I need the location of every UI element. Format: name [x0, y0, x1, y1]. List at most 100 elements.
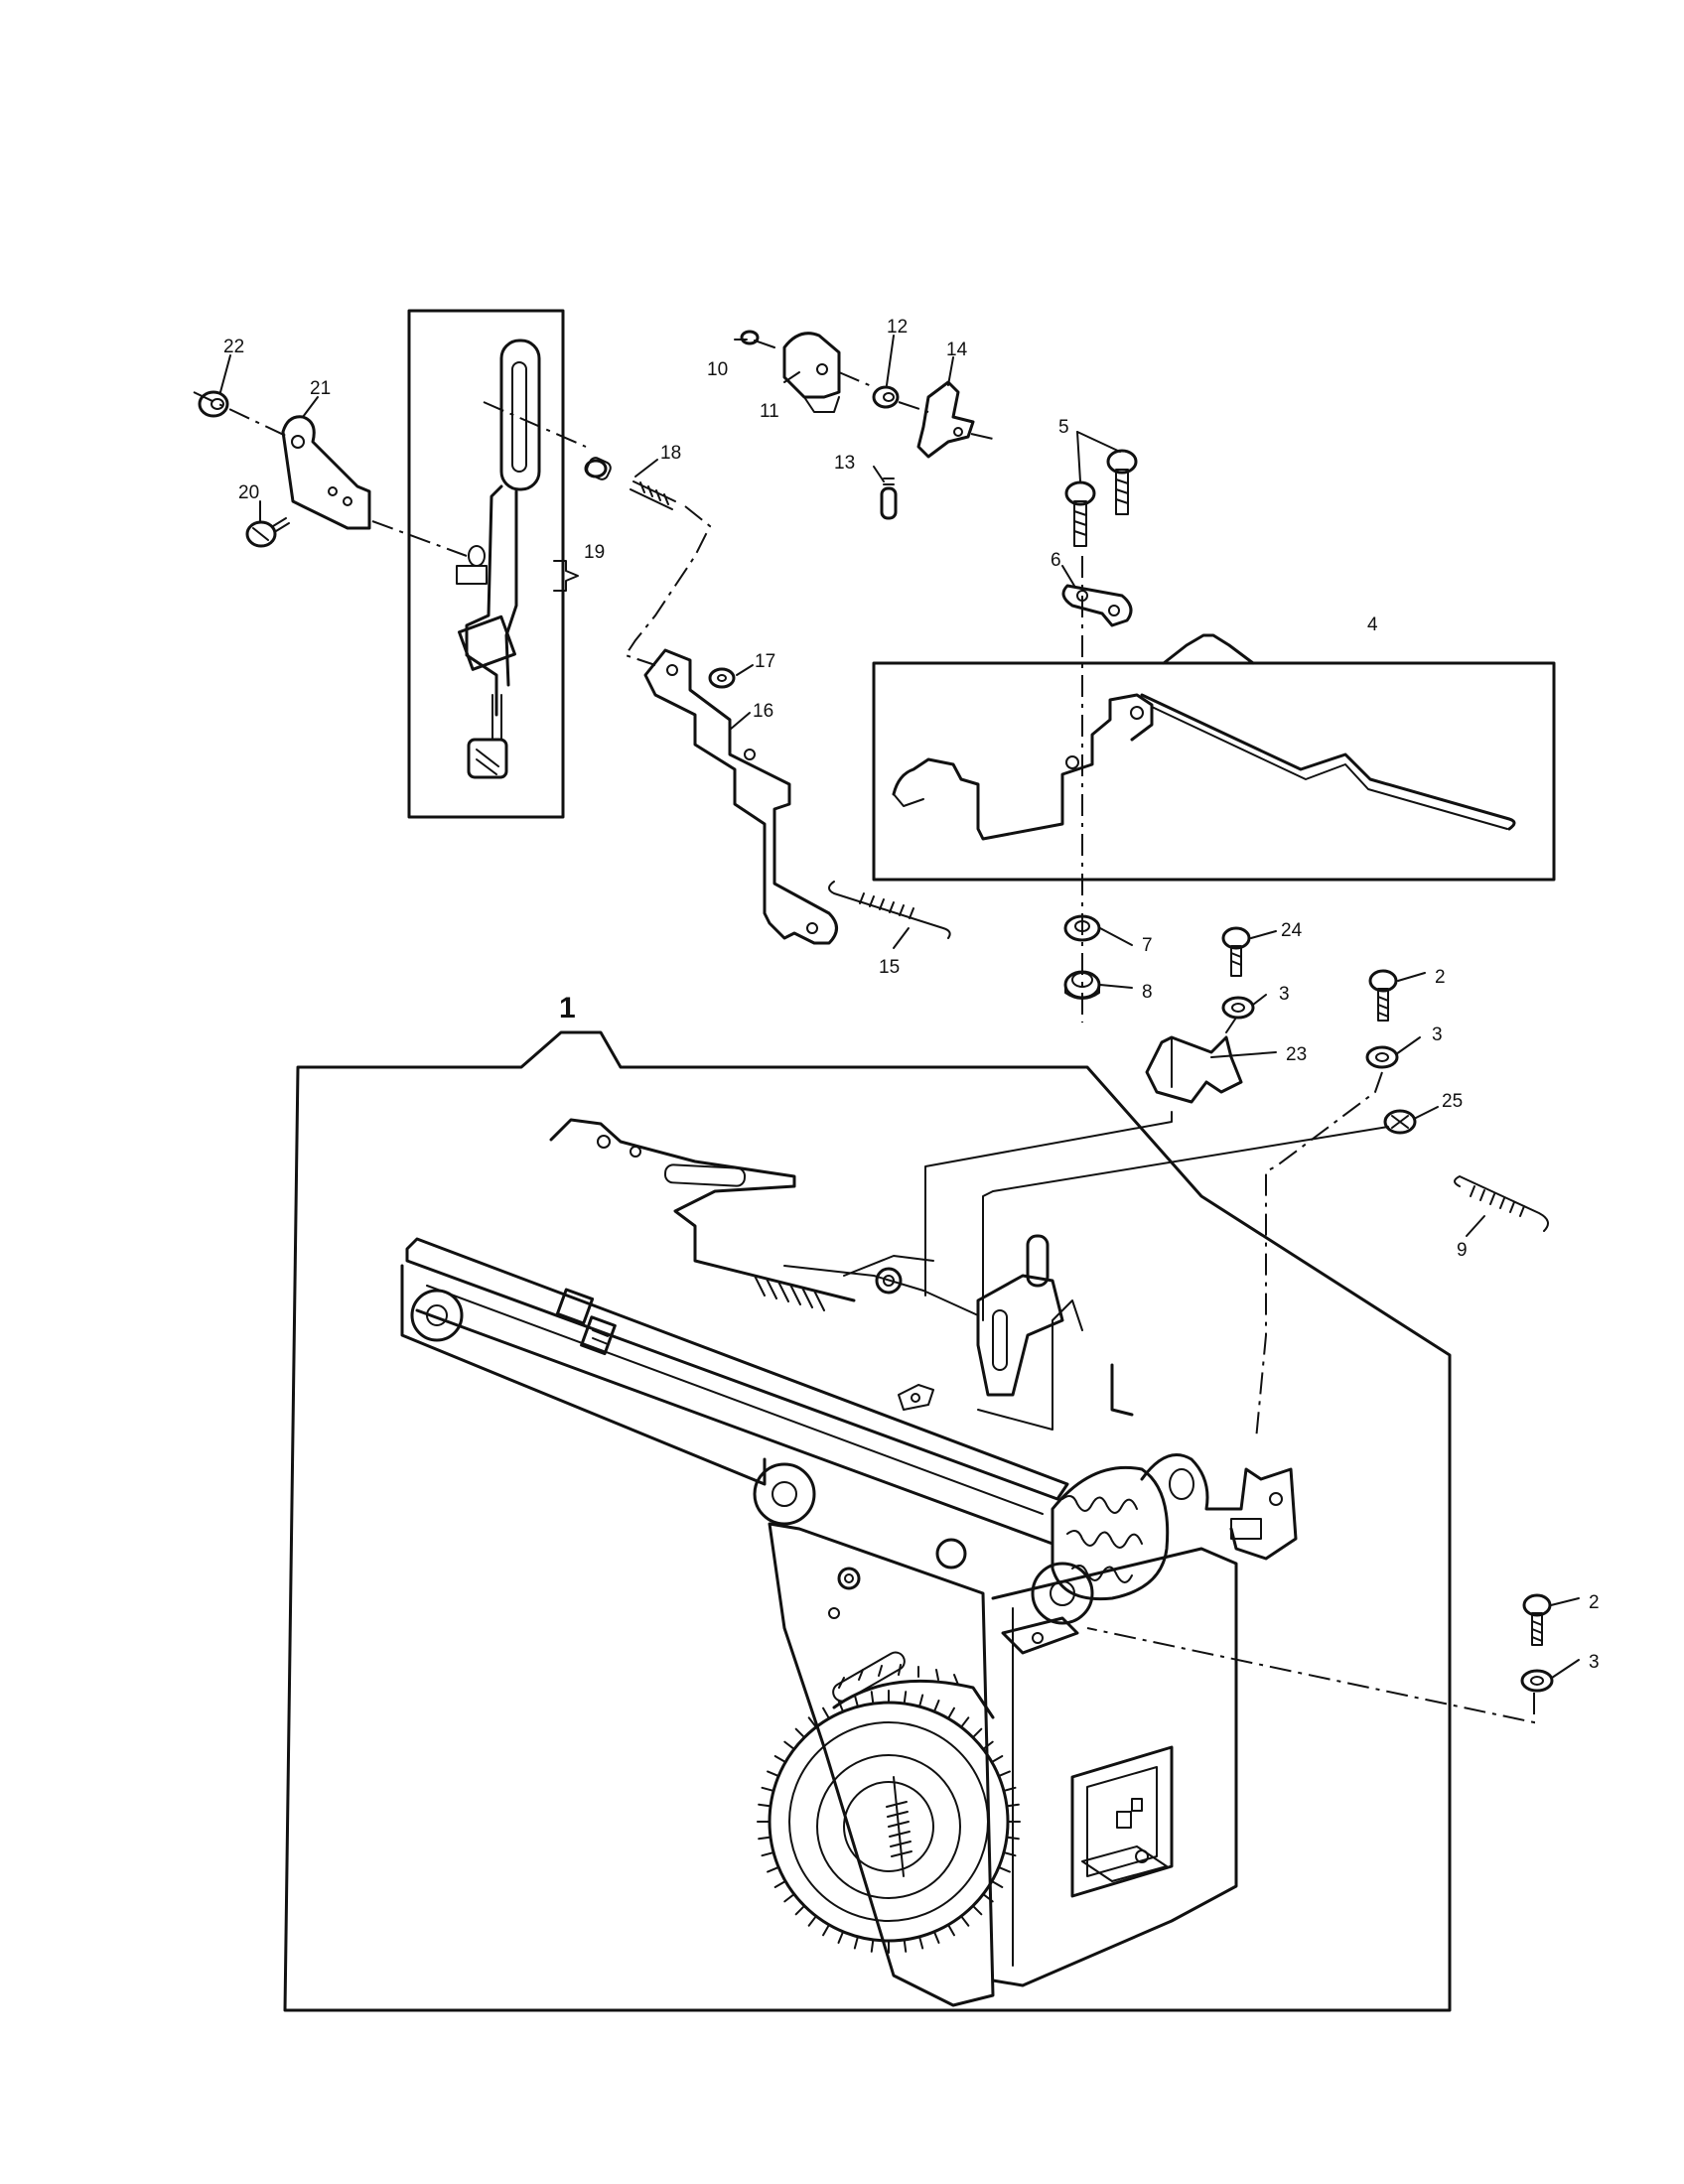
assembly-box-1 [283, 1030, 1452, 2012]
part-9-spring [1454, 1175, 1549, 1232]
inset-box-19 [407, 309, 565, 819]
gear-tooth [822, 1923, 830, 1937]
callout-10: 10 [707, 359, 728, 380]
gear-tooth [990, 1755, 1004, 1763]
part-17-washer [708, 667, 736, 689]
gear-tooth [783, 1893, 795, 1903]
gear-tooth [982, 1893, 994, 1903]
callout-15: 15 [879, 957, 900, 978]
gear-tooth [761, 1786, 775, 1792]
callout-17: 17 [755, 651, 775, 672]
callout-24: 24 [1281, 920, 1303, 941]
part-24-screw [1221, 926, 1251, 977]
gear-tooth [947, 1706, 955, 1720]
gear-tooth [870, 1938, 875, 1953]
gear-tooth [960, 1915, 970, 1927]
gear-tooth [918, 1694, 924, 1708]
callout-13: 13 [834, 453, 855, 474]
callout-21: 21 [310, 378, 331, 399]
part-3-washer-a [1221, 996, 1255, 1020]
callout-22: 22 [223, 337, 244, 357]
callout-6: 6 [1051, 550, 1061, 571]
gear-tooth [761, 1851, 775, 1857]
callout-1: 1 [559, 992, 576, 1024]
gear-tooth [870, 1691, 875, 1706]
callout-11: 11 [760, 401, 779, 422]
callout-2-b: 2 [1589, 1592, 1600, 1613]
gear-tooth [758, 1836, 772, 1841]
part-23-bracket [1145, 1017, 1243, 1104]
part-3-washer-b [1365, 1045, 1399, 1069]
gear-tooth [982, 1740, 994, 1750]
gear-tooth [807, 1915, 817, 1927]
gear-tooth [903, 1691, 908, 1706]
callout-25: 25 [1442, 1091, 1463, 1112]
callout-4: 4 [1367, 614, 1378, 635]
part-5-screws [1064, 449, 1138, 547]
gear-tooth [758, 1803, 772, 1808]
part-25-clip [1383, 1109, 1417, 1135]
callout-5: 5 [1058, 417, 1069, 438]
gear-tooth [932, 1930, 940, 1944]
part-18-spring-pin [584, 457, 676, 510]
part-19-slider-rod [456, 339, 541, 779]
callout-3-c: 3 [1589, 1652, 1600, 1673]
part-1-main-mechanism [400, 1118, 1298, 2007]
large-gear [768, 1701, 1010, 1943]
gear-tooth [903, 1938, 908, 1953]
gear-tooth [767, 1770, 780, 1778]
part-14-lever [916, 380, 975, 459]
part-12-bushing [872, 385, 900, 409]
part-21-bracket [281, 415, 371, 530]
callout-3-b: 3 [1432, 1024, 1443, 1045]
part-11-bracket [782, 332, 841, 413]
gear-tooth [971, 1904, 983, 1916]
gear-tooth [997, 1865, 1011, 1873]
part-3-washer-c [1520, 1669, 1554, 1693]
inset-box-4 [872, 661, 1556, 882]
part-2-screw-b [1522, 1593, 1552, 1646]
part-22-e-ring [198, 390, 229, 418]
gear-tooth [794, 1727, 806, 1739]
bracket-19 [553, 560, 579, 592]
gear-tooth [997, 1770, 1011, 1778]
callout-20: 20 [238, 482, 259, 503]
part-15-spring [828, 881, 951, 939]
gear-tooth [773, 1755, 787, 1763]
callout-2-a: 2 [1435, 967, 1446, 988]
gear-tooth [822, 1706, 830, 1720]
callout-9: 9 [1457, 1240, 1468, 1261]
gear-tooth [853, 1694, 859, 1708]
gear-tooth [794, 1904, 806, 1916]
callout-23: 23 [1286, 1044, 1307, 1065]
part-6-plate [1061, 584, 1133, 627]
gear-tooth [807, 1716, 817, 1728]
gear-tooth [837, 1930, 845, 1944]
callout-16: 16 [753, 701, 773, 722]
gear-tooth [767, 1865, 780, 1873]
gear-tooth [932, 1700, 940, 1713]
part-4-arm [892, 693, 1516, 841]
callout-14: 14 [946, 340, 968, 360]
callout-8: 8 [1142, 982, 1153, 1003]
gear-tooth [918, 1935, 924, 1950]
gear-tooth [783, 1740, 795, 1750]
gear-tooth [971, 1727, 983, 1739]
part-10-screw [740, 330, 775, 348]
gear-tooth [773, 1880, 787, 1888]
callout-7: 7 [1142, 935, 1153, 956]
gear-tooth [960, 1716, 970, 1728]
gear-tooth [947, 1923, 955, 1937]
callout-18: 18 [660, 443, 681, 464]
callout-12: 12 [887, 317, 908, 338]
callout-3-a: 3 [1279, 984, 1290, 1005]
bracket-4 [1162, 633, 1255, 665]
part-2-screw-a [1368, 969, 1398, 1022]
gear-tooth [853, 1935, 859, 1950]
part-13-pin [880, 478, 898, 520]
gear-tooth [990, 1880, 1004, 1888]
part-16-bracket [643, 648, 838, 945]
callout-19: 19 [584, 542, 605, 563]
